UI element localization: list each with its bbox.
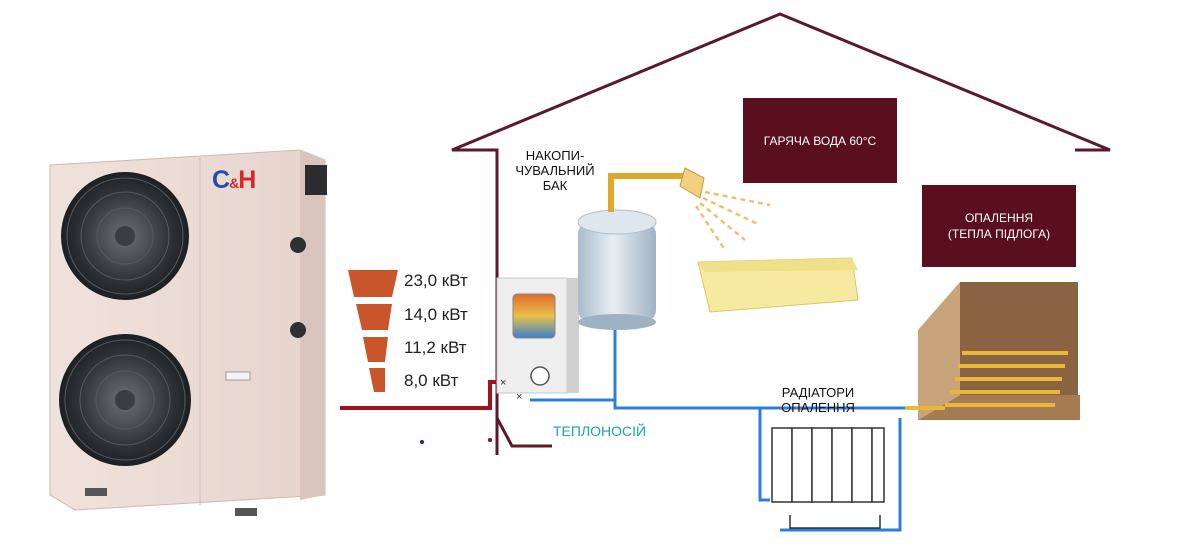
power-wedge-8 [369,368,385,392]
radiators-label: РАДІАТОРИ ОПАЛЕННЯ [768,385,868,415]
heat-exchanger [512,293,556,339]
handle [225,371,251,381]
bathtub [697,257,859,313]
house-ground-line [495,417,552,448]
storage-tank [577,209,657,330]
hot-water-label: ГАРЯЧА ВОДА 60°С [763,133,877,148]
power-label-14: 14,0 кВт [404,305,468,324]
radiator [771,427,885,529]
radiators-label-line-1: РАДІАТОРИ [781,385,855,400]
heating-label-line-1: ОПАЛЕННЯ [964,211,1034,225]
pipe-hot-water [608,173,688,212]
pipe-port-top [290,237,306,253]
house-outline [451,12,1111,438]
heat-carrier-pipes [530,322,905,532]
control-panel [305,165,327,195]
power-wedge-14 [356,304,392,330]
pipe-port-bottom [290,322,306,338]
valve-mark: × [500,377,506,389]
underfloor-heating [905,282,1080,420]
hydro-module: × × [496,277,579,403]
storage-tank-label-line-1: НАКОПИ- [525,148,585,163]
power-label-8: 8,0 кВт [404,371,459,390]
dot-2 [488,438,492,442]
shower-spray [694,190,771,251]
storage-tank-label-line-3: БАК [542,178,568,193]
storage-tank-label: НАКОПИ- ЧУВАЛЬНИЙ БАК [505,148,605,193]
fan-top [61,172,189,300]
valve-mark-2: × [516,391,522,403]
power-wedge-23 [348,270,398,297]
radiators-label-line-2: ОПАЛЕННЯ [781,400,855,415]
pump-icon [530,366,550,386]
power-wedge-11 [363,337,388,362]
fan-bottom [59,334,191,466]
power-label-11: 11,2 кВт [404,338,467,357]
dot-1 [420,440,424,444]
hot-water-box: ГАРЯЧА ВОДА 60°С [743,98,897,183]
logo-text: C&H [212,166,256,194]
brand-logo: C&H [212,166,256,195]
power-wedges [348,270,398,392]
outdoor-heat-pump-unit [49,149,327,516]
shower-head [679,167,705,199]
unit-foot-left [85,488,107,496]
heat-carrier-label: ТЕПЛОНОСІЙ [553,423,647,439]
heating-label-line-2: (ТЕПЛА ПІДЛОГА) [947,227,1051,241]
unit-foot-right [235,508,257,516]
storage-tank-label-line-2: ЧУВАЛЬНИЙ [515,163,595,178]
power-label-23: 23,0 кВт [404,271,468,290]
heating-box: ОПАЛЕННЯ (ТЕПЛА ПІДЛОГА) [922,185,1076,267]
